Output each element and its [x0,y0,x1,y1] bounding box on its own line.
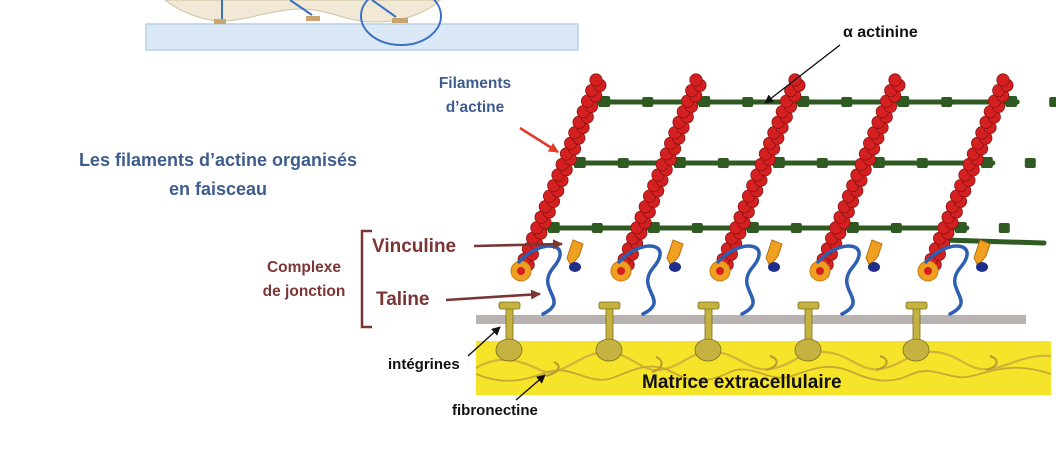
talin-strand [617,244,662,316]
integrin-head [495,338,523,362]
vinculin-shape [765,239,783,267]
talin-strand [716,244,761,316]
talin-strand [517,244,562,316]
actinin-node [890,223,902,233]
integrin-head [902,338,930,362]
actinin-node [816,158,828,168]
vinculine-label: Vinculine [372,236,457,257]
plasma-membrane [476,315,1026,324]
filaments-arrow [519,126,559,154]
actinin-node [916,158,928,168]
anchor-center [816,267,824,275]
complexe-line-1: Complexe [266,259,342,276]
fibronectin-arrow [515,374,546,401]
anchor-center [617,267,625,275]
complexe-jonction-label: Complexe de jonction [244,256,364,304]
integrin-cap [697,301,720,310]
inset-cell-thumbnail [145,0,579,51]
integrin-head [595,338,623,362]
vinculin-shape [666,239,684,267]
actinin-node [790,223,802,233]
integrin-head [694,338,722,362]
actin-bead [996,73,1010,87]
actin-bead [589,73,603,87]
integrin-cap [498,301,521,310]
actinin-node [642,97,654,107]
anchor-dark-node [669,262,681,272]
anchor-center [924,267,932,275]
anchor-center [716,267,724,275]
actin-bead [888,73,902,87]
actinin-node [1049,97,1056,107]
filaments-actine-label: Filaments d’actine [420,72,530,120]
extracellular-matrix [475,341,1052,395]
anchor-dark-node [569,262,581,272]
taline-label: Taline [376,289,430,310]
vinculin-shape [973,239,991,267]
actinin-node [998,223,1010,233]
title-line-2: en faisceau [168,179,268,199]
actinin-node [941,97,953,107]
junction-complex-group [510,239,991,316]
integrin-cap [797,301,820,310]
talin-strand [924,244,969,316]
actinin-rung [941,237,1047,246]
talin-strand [816,244,861,316]
actinin-node [742,97,754,107]
integrin-head [794,338,822,362]
inset-highlight-circle [360,0,442,46]
diagram-title: Les filaments d’actine organisés en fais… [58,146,378,204]
anchor-dark-node [768,262,780,272]
integrin-arrow [467,326,501,357]
integrines-label: intégrines [388,356,460,373]
anchor-center [517,267,525,275]
vinculin-shape [865,239,883,267]
anchor-dark-node [868,262,880,272]
fibronectine-label: fibronectine [452,402,538,419]
junction-bracket [360,229,372,329]
actinin-node [717,158,729,168]
matrice-extracellulaire-label: Matrice extracellulaire [642,372,842,393]
alpha-actinine-label: α actinine [843,24,918,41]
actinin-node [617,158,629,168]
actinin-node [591,223,603,233]
actinin-node [841,97,853,107]
complexe-line-2: de jonction [262,283,346,300]
talin-arrow [445,289,541,302]
actin-bead [689,73,703,87]
filaments-label-line-1: Filaments [438,75,512,92]
title-line-1: Les filaments d’actine organisés [78,150,358,170]
integrins-group [495,301,930,362]
integrin-cap [905,301,928,310]
vinculin-arrow [473,239,563,250]
anchor-dark-node [976,262,988,272]
actinin-node [691,223,703,233]
alpha-actinin-arrow [764,44,841,104]
vinculin-shape [566,239,584,267]
actinin-node [1024,158,1036,168]
filaments-label-line-2: d’actine [445,99,505,116]
integrin-cap [598,301,621,310]
alpha-actinin-group [531,96,1056,246]
actin-filaments-group [513,73,1014,277]
